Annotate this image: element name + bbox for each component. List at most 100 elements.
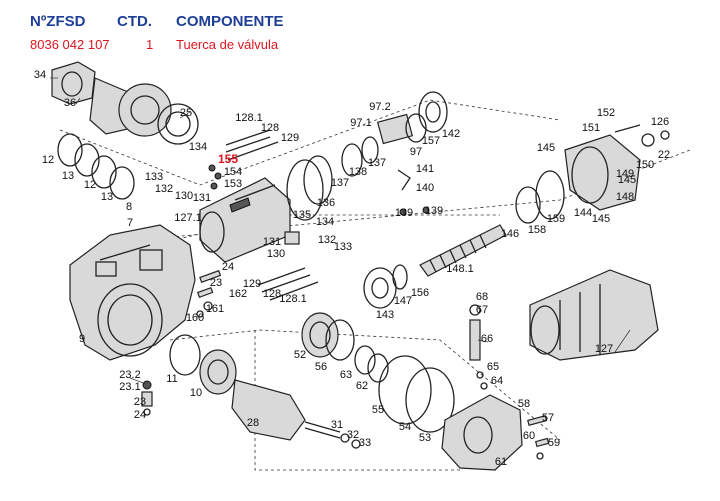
callout-58: 58 <box>518 398 530 410</box>
callout-134: 134 <box>316 216 334 228</box>
callout-146: 146 <box>501 228 519 240</box>
callout-150: 150 <box>636 159 654 171</box>
column-header-component: COMPONENTE <box>176 13 284 30</box>
callout-8: 8 <box>126 201 132 213</box>
callout-138: 138 <box>349 166 367 178</box>
part-number-value: 8036 042 107 <box>30 37 110 52</box>
callout-145: 145 <box>618 174 636 186</box>
callout-134: 134 <box>189 141 207 153</box>
callout-145: 145 <box>592 213 610 225</box>
callout-133: 133 <box>334 241 352 253</box>
large-seal-rings <box>378 355 455 433</box>
callout-62: 62 <box>356 380 368 392</box>
callout-156: 156 <box>411 287 429 299</box>
callout-67: 67 <box>476 304 488 316</box>
callout-137: 137 <box>368 157 386 169</box>
leader-lines <box>50 77 631 385</box>
quantity-value: 1 <box>146 37 154 52</box>
column-header-part-number: NºZFSD <box>30 13 86 30</box>
callout-97-2: 97.2 <box>369 101 390 113</box>
column-header-quantity: CTD. <box>117 13 152 30</box>
callout-128-1: 128.1 <box>235 112 263 124</box>
callout-143: 143 <box>376 309 394 321</box>
callout-157: 157 <box>422 135 440 147</box>
callout-60: 60 <box>523 430 535 442</box>
callout-161: 161 <box>206 303 224 315</box>
callout-61: 61 <box>495 456 507 468</box>
rear-assembly-127 <box>529 269 659 361</box>
small-bolts-group <box>141 269 222 416</box>
callout-13: 13 <box>101 191 113 203</box>
callout-97-1: 97.1 <box>350 117 371 129</box>
callout-53: 53 <box>419 432 431 444</box>
callout-128-1: 128.1 <box>279 293 307 305</box>
worm-shaft <box>363 224 507 309</box>
callout-34: 34 <box>34 69 46 81</box>
callout-24: 24 <box>134 409 146 421</box>
callout-97: 97 <box>410 146 422 158</box>
callout-36: 36 <box>64 97 76 109</box>
callout-10: 10 <box>190 387 202 399</box>
callout-144: 144 <box>574 207 592 219</box>
callout-57: 57 <box>542 412 554 424</box>
callout-149: 149 <box>616 168 634 180</box>
callout-148: 148 <box>616 191 634 203</box>
callout-31: 31 <box>331 419 343 431</box>
callout-136: 136 <box>317 197 335 209</box>
callout-132: 132 <box>318 234 336 246</box>
callout-129: 129 <box>281 132 299 144</box>
component-value: Tuerca de válvula <box>176 37 279 52</box>
callout-12: 12 <box>84 179 96 191</box>
callout-59: 59 <box>548 437 560 449</box>
callout-139: 139 <box>395 207 413 219</box>
callout-131: 131 <box>193 192 211 204</box>
callout-33: 33 <box>359 437 371 449</box>
side-cover-61 <box>441 304 523 471</box>
callout-23: 23 <box>134 396 146 408</box>
callout-66: 66 <box>481 333 493 345</box>
callout-142: 142 <box>442 128 460 140</box>
callout-28: 28 <box>247 417 259 429</box>
callout-153: 153 <box>224 178 242 190</box>
callout-129: 129 <box>243 278 261 290</box>
sector-shaft <box>231 379 361 449</box>
callout-63: 63 <box>340 369 352 381</box>
callout-64: 64 <box>491 375 503 387</box>
callout-128: 128 <box>263 288 281 300</box>
callout-132: 132 <box>155 183 173 195</box>
callout-68: 68 <box>476 291 488 303</box>
callout-127: 127 <box>595 343 613 355</box>
callout-23-2: 23.2 <box>119 369 140 381</box>
callout-145: 145 <box>537 142 555 154</box>
valve-body-top <box>341 91 448 216</box>
callout-155: 155 <box>218 152 238 166</box>
callout-152: 152 <box>597 107 615 119</box>
callout-158: 158 <box>528 224 546 236</box>
piston-127-1 <box>199 155 333 263</box>
callout-7: 7 <box>127 217 133 229</box>
roller-bearing-10 <box>169 334 237 395</box>
nut-and-plate-group <box>51 61 199 145</box>
callout-130: 130 <box>175 190 193 202</box>
bearing-52 <box>301 312 389 383</box>
callout-130: 130 <box>267 248 285 260</box>
seal-rings-left <box>57 133 135 200</box>
callout-12: 12 <box>42 154 54 166</box>
callout-141: 141 <box>416 163 434 175</box>
callout-25: 25 <box>180 107 192 119</box>
callout-52: 52 <box>294 349 306 361</box>
callout-154: 154 <box>224 166 242 178</box>
callout-23-1: 23.1 <box>119 381 140 393</box>
callout-128: 128 <box>261 122 279 134</box>
callout-22: 22 <box>658 149 670 161</box>
callout-162: 162 <box>229 288 247 300</box>
callout-131: 131 <box>263 236 281 248</box>
cover-bolts <box>527 415 550 460</box>
callout-54: 54 <box>399 421 411 433</box>
valve-links-bottom <box>257 231 319 301</box>
cover-assembly-right <box>515 124 670 224</box>
callout-140: 140 <box>416 182 434 194</box>
callout-148-1: 148.1 <box>446 263 474 275</box>
